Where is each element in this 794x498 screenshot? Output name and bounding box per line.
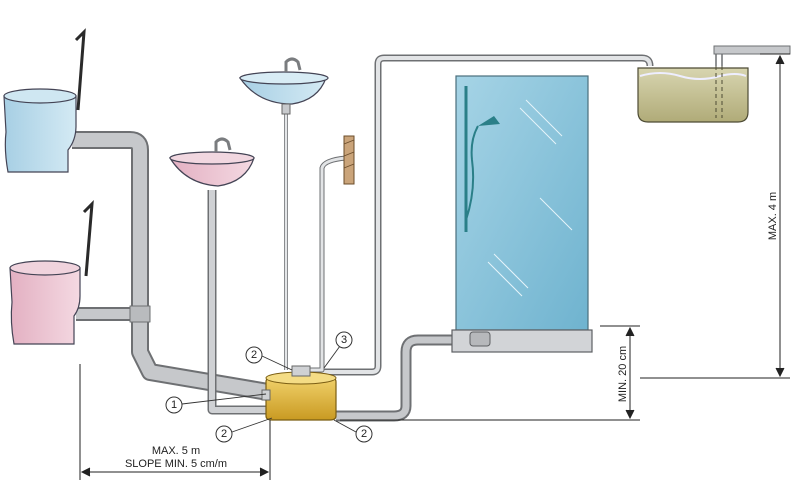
svg-text:3: 3 [341, 334, 347, 346]
faucet-icon [284, 57, 302, 72]
callout-3: 3 [335, 331, 353, 349]
discharge-tank [637, 45, 791, 123]
sanitary-pump-unit [261, 365, 337, 421]
upper-toilet [3, 28, 86, 173]
svg-text:2: 2 [361, 428, 367, 440]
wall-vent-bracket [343, 135, 355, 185]
lower-washbasin [169, 137, 255, 187]
faucet-icon [214, 137, 232, 152]
drain-pipes [72, 54, 654, 422]
shower-enclosure [451, 75, 593, 353]
svg-text:1: 1 [171, 399, 177, 411]
shower-head-icon [478, 116, 500, 126]
callout-1: 1 [165, 396, 183, 414]
max-height-label: MAX. 4 m [767, 192, 779, 240]
callout-leaders [181, 345, 357, 433]
shower-hose [465, 125, 479, 221]
max-length-label: MAX. 5 m [152, 445, 200, 457]
pipe-junction [129, 305, 151, 323]
callout-2-bottom-left: 2 [215, 425, 233, 443]
shower-drain-pipe [336, 334, 458, 422]
dimension-lines [79, 53, 790, 480]
svg-text:2: 2 [221, 428, 227, 440]
callout-2-top: 2 [245, 346, 263, 364]
lower-toilet [9, 200, 94, 345]
slope-label: SLOPE MIN. 5 cm/m [125, 458, 227, 470]
upper-washbasin [238, 57, 329, 115]
min-height-label: MIN. 20 cm [617, 346, 629, 402]
svg-text:2: 2 [251, 349, 257, 361]
callout-2-bottom-right: 2 [355, 425, 373, 443]
